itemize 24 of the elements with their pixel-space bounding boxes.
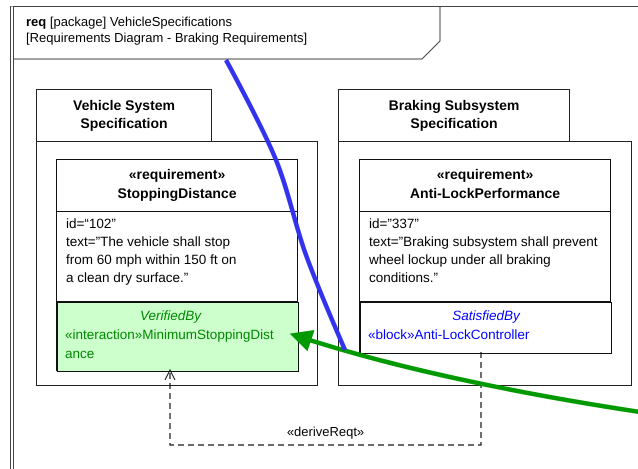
relation-target: «interaction»MinimumStoppingDistance bbox=[65, 326, 275, 363]
package-name: Vehicle System Specification bbox=[72, 96, 176, 132]
relation-kind: SatisfiedBy bbox=[451, 307, 522, 325]
requirement-name: StoppingDistance bbox=[116, 184, 238, 203]
requirement-text: id=“102” bbox=[66, 215, 117, 233]
requirement-text: id=”337” bbox=[369, 215, 420, 233]
relation-compartment bbox=[360, 302, 612, 354]
package bbox=[36, 89, 318, 386]
frame-label: [Requirements Diagram - Braking Requirements] bbox=[26, 30, 308, 45]
diagram-frame bbox=[10, 6, 638, 469]
edge-label: «deriveReqt» bbox=[284, 424, 366, 439]
requirement-text: text=”The vehicle shall stop from 60 mph within 150 ft on a clean dry surface.” bbox=[66, 233, 238, 287]
relation-compartment bbox=[57, 302, 299, 372]
requirement-text: text=”Braking subsystem shall prevent wheel lockup under all braking conditions.” bbox=[369, 233, 598, 287]
package-name: Braking Subsystem Specification bbox=[388, 96, 520, 132]
requirement-block bbox=[56, 159, 298, 371]
requirement-name: «requirement» bbox=[436, 165, 534, 184]
package bbox=[338, 89, 632, 386]
requirement-name: Anti-LockPerformance bbox=[408, 184, 562, 203]
requirement-block bbox=[359, 159, 611, 353]
frame-label: req [package] VehicleSpecifications bbox=[26, 14, 232, 29]
relation-target: «block»Anti-LockController bbox=[368, 326, 530, 344]
requirement-name: «requirement» bbox=[128, 165, 226, 184]
relation-kind: VerifiedBy bbox=[138, 307, 202, 325]
